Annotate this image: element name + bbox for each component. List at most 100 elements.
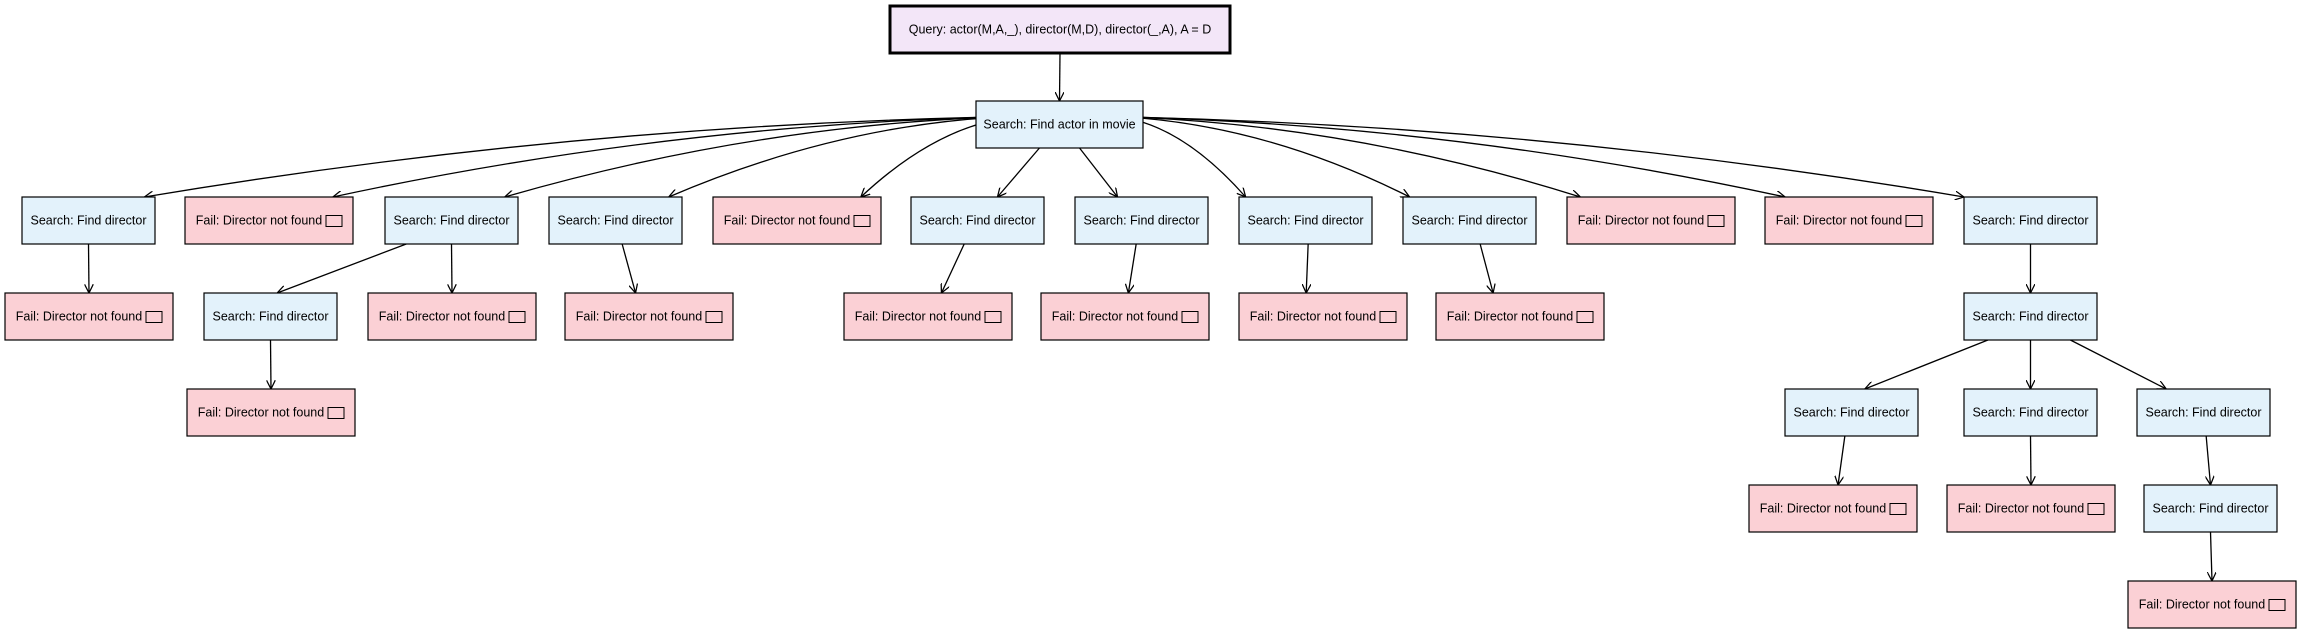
node-label: Fail: Director not found (198, 406, 324, 420)
edge-root-to-s3 (669, 116, 993, 197)
search-node-box (203, 292, 338, 341)
fail-node-box (843, 292, 1013, 341)
search-node-box (21, 196, 156, 245)
search-node-s7: Search: Find director (1402, 196, 1537, 245)
missing-glyph-icon (984, 311, 1002, 323)
edge-s8b3-to-s8b3a (2206, 435, 2210, 485)
node-label: Search: Find director (2152, 502, 2268, 516)
fail-node-f1: Fail: Director not found (184, 196, 354, 245)
search-node-root: Search: Find actor in movie (975, 100, 1144, 149)
node-label: Fail: Director not found (855, 310, 981, 324)
query-node-box (888, 4, 1232, 55)
edge-s8a-to-s8b1 (1865, 339, 1989, 389)
search-node-box (1963, 292, 2098, 341)
edge-s7-to-s7f (1479, 243, 1493, 293)
node-label: Search: Find director (1083, 214, 1199, 228)
fail-node-box (1238, 292, 1408, 341)
fail-node-s1f: Fail: Director not found (4, 292, 174, 341)
fail-node-box (367, 292, 537, 341)
search-node-s6: Search: Find director (1238, 196, 1373, 245)
missing-glyph-icon (1707, 215, 1725, 227)
missing-glyph-icon (508, 311, 526, 323)
fail-node-s7f: Fail: Director not found (1435, 292, 1605, 341)
node-label: Search: Find director (1247, 214, 1363, 228)
node-label: Search: Find director (212, 310, 328, 324)
fail-node-s3f: Fail: Director not found (564, 292, 734, 341)
node-label: Fail: Director not found (1578, 214, 1704, 228)
missing-glyph-icon (145, 311, 163, 323)
edge-s1-to-s1f (89, 243, 90, 293)
fail-node-s8b1f: Fail: Director not found (1748, 484, 1918, 533)
search-node-box (975, 100, 1144, 149)
fail-node-s2f: Fail: Director not found (367, 292, 537, 341)
search-node-box (1074, 196, 1209, 245)
missing-glyph-icon (853, 215, 871, 227)
edge-query-to-root (1060, 52, 1061, 101)
search-node-box (1238, 196, 1373, 245)
search-node-s1: Search: Find director (21, 196, 156, 245)
edge-root-to-s1 (144, 116, 977, 197)
search-node-s8b3: Search: Find director (2136, 388, 2271, 437)
edge-root-to-f4 (1142, 116, 1785, 197)
fail-node-f2: Fail: Director not found (712, 196, 882, 245)
node-label: Search: Find director (919, 214, 1035, 228)
node-label: Fail: Director not found (379, 310, 505, 324)
edge-root-to-s8 (1142, 116, 1964, 197)
search-node-box (1963, 388, 2098, 437)
missing-glyph-icon (1576, 311, 1594, 323)
node-label: Search: Find director (1972, 214, 2088, 228)
node-label: Fail: Director not found (196, 214, 322, 228)
fail-node-f4: Fail: Director not found (1764, 196, 1934, 245)
edge-s8b3a-to-s8b3af (2211, 531, 2213, 581)
node-label: Search: Find director (2145, 406, 2261, 420)
search-node-s8b1: Search: Find director (1784, 388, 1919, 437)
fail-node-s5f: Fail: Director not found (1040, 292, 1210, 341)
search-node-box (548, 196, 683, 245)
nodes-layer: Query: actor(M,A,_), director(M,D), dire… (4, 4, 2297, 629)
node-label: Fail: Director not found (2139, 598, 2265, 612)
missing-glyph-icon (2268, 599, 2286, 611)
search-node-s8a: Search: Find director (1963, 292, 2098, 341)
edge-root-to-s4 (997, 147, 1040, 197)
search-node-box (2143, 484, 2278, 533)
node-label: Fail: Director not found (16, 310, 142, 324)
fail-node-f3: Fail: Director not found (1566, 196, 1736, 245)
fail-node-box (1566, 196, 1736, 245)
edge-s6-to-s6f (1306, 243, 1308, 293)
node-label: Search: Find director (1793, 406, 1909, 420)
node-label: Search: Find director (393, 214, 509, 228)
fail-node-box (1435, 292, 1605, 341)
edge-root-to-s5 (1079, 147, 1118, 197)
node-label: Fail: Director not found (724, 214, 850, 228)
search-node-s8b3a: Search: Find director (2143, 484, 2278, 533)
missing-glyph-icon (325, 215, 343, 227)
edge-root-to-f1 (333, 116, 980, 197)
search-node-s8b2: Search: Find director (1963, 388, 2098, 437)
node-label: Fail: Director not found (1776, 214, 1902, 228)
missing-glyph-icon (2087, 503, 2105, 515)
fail-node-s4f: Fail: Director not found (843, 292, 1013, 341)
missing-glyph-icon (327, 407, 345, 419)
fail-node-s8b3af: Fail: Director not found (2127, 580, 2297, 629)
missing-glyph-icon (1181, 311, 1199, 323)
search-node-box (1784, 388, 1919, 437)
fail-node-box (564, 292, 734, 341)
edge-s2a-to-s2af (271, 339, 272, 389)
fail-node-box (712, 196, 882, 245)
fail-node-box (1748, 484, 1918, 533)
fail-node-box (1946, 484, 2116, 533)
node-label: Search: Find actor in movie (983, 118, 1135, 132)
node-label: Search: Find director (1972, 310, 2088, 324)
edge-root-to-f3 (1139, 116, 1581, 197)
node-label: Search: Find director (1411, 214, 1527, 228)
search-node-s8: Search: Find director (1963, 196, 2098, 245)
node-label: Fail: Director not found (1447, 310, 1573, 324)
edge-s2-to-s2a (277, 243, 407, 293)
fail-node-s2af: Fail: Director not found (186, 388, 356, 437)
missing-glyph-icon (705, 311, 723, 323)
search-node-box (384, 196, 519, 245)
search-node-s3: Search: Find director (548, 196, 683, 245)
node-label: Fail: Director not found (1052, 310, 1178, 324)
search-node-box (910, 196, 1045, 245)
